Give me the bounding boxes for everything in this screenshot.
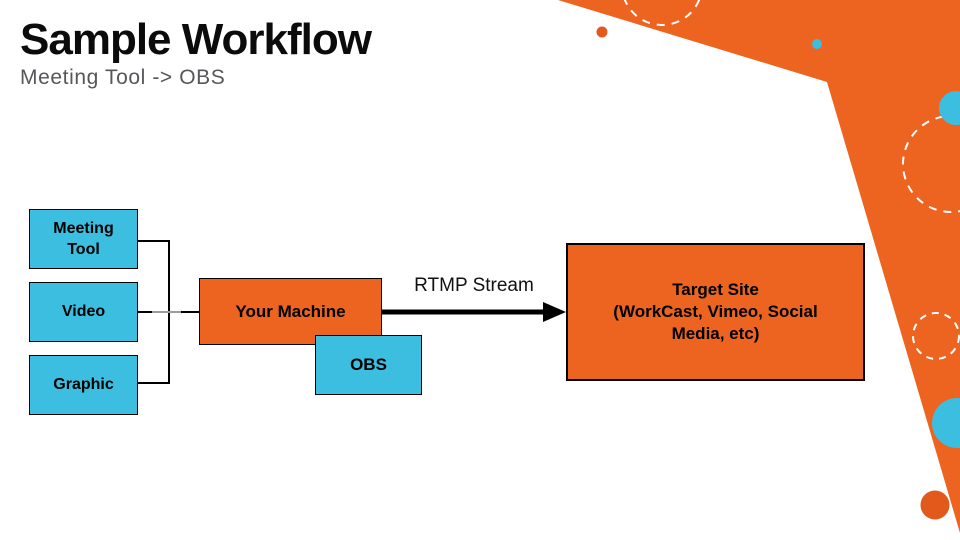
orange-circle-bottom-right bbox=[920, 490, 950, 520]
cyan-circle-bottom-right bbox=[932, 398, 960, 448]
dashed-circle-mid-right bbox=[912, 312, 960, 360]
video-label: Video bbox=[61, 303, 106, 320]
target-site-box: Target Site (WorkCast, Vimeo, Social Med… bbox=[566, 243, 865, 381]
meeting-tool-label: Meeting Tool bbox=[53, 220, 114, 258]
your-machine-label: Your Machine bbox=[235, 301, 346, 321]
rtmp-arrow-head bbox=[543, 302, 566, 322]
orange-corner-polygon bbox=[558, 0, 960, 533]
target-site-line1: Target Site bbox=[672, 280, 759, 299]
dashed-circle-top bbox=[623, 0, 701, 26]
small-cyan-dot bbox=[812, 39, 822, 49]
graphic-label: Graphic bbox=[53, 376, 114, 393]
small-orange-dot bbox=[596, 26, 608, 38]
title-block: Sample Workflow Meeting Tool -> OBS bbox=[20, 15, 372, 90]
page-title: Sample Workflow bbox=[20, 15, 372, 64]
meeting-tool-box: Meeting Tool bbox=[29, 209, 138, 269]
page-subtitle: Meeting Tool -> OBS bbox=[20, 66, 226, 90]
rtmp-stream-label: RTMP Stream bbox=[414, 275, 534, 296]
target-site-line3: Media, etc) bbox=[671, 324, 760, 343]
cyan-circle-top-right bbox=[939, 91, 960, 125]
video-box: Video bbox=[29, 282, 138, 342]
obs-box: OBS bbox=[315, 335, 422, 395]
graphic-box: Graphic bbox=[29, 355, 138, 415]
obs-label: OBS bbox=[350, 355, 387, 374]
your-machine-box: Your Machine bbox=[199, 278, 382, 345]
target-site-line2: (WorkCast, Vimeo, Social bbox=[613, 302, 818, 321]
target-site-label: Target Site (WorkCast, Vimeo, Social Med… bbox=[613, 279, 817, 345]
